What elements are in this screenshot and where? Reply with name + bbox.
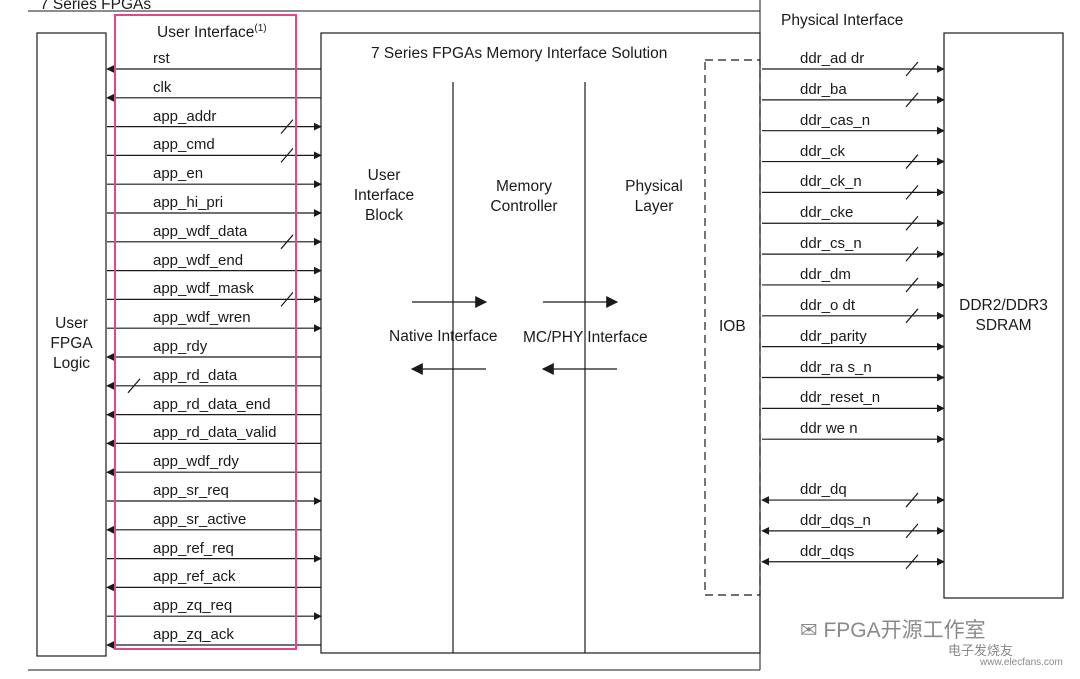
bus-slash [280,234,294,250]
bus-slash [280,148,294,163]
ui-block-line3: Block [365,207,403,224]
bus-slash [905,523,919,539]
physical-signal-label: ddr_dm [800,265,851,283]
watermark-main: ✉ FPGA开源工作室 [800,614,986,644]
user-signal-label: app_wdf_rdy [153,453,239,471]
physical-layer-label: Physical Layer [614,177,694,217]
bus-slash [905,308,919,324]
physical-signal-label: ddr_cke [800,204,854,222]
user-signal-label: app_zq_req [153,597,233,615]
memory-controller-label: Memory Controller [478,177,570,217]
user-signal-label: clk [153,78,172,96]
physical-layer-line2: Layer [634,198,674,215]
user-signal-label: app_sr_active [153,510,247,528]
physical-signal-label: ddr_ba [800,80,847,98]
wechat-icon: ✉ [800,619,818,642]
physical-signal-label: ddr_ck [800,142,846,160]
physical-signal-arrows [761,61,945,570]
iob-box [704,59,761,596]
physical-signal-label: ddr_cas_n [800,111,871,129]
memory-controller-line1: Memory [496,178,552,195]
mcphy-interface-label: MC/PHY Interface [523,329,648,346]
physical-signal-label: ddr_dqs [800,542,855,560]
physical-signal-label: ddr_dq [800,481,847,499]
user-signal-label: app_addr [153,107,217,125]
user-logic-label: User FPGA Logic [40,314,103,374]
bus-slash [905,61,919,77]
bus-slash [905,154,919,169]
user-signal-label: app_rd_data_valid [153,424,277,442]
bus-slash [905,215,919,231]
native-interface-label: Native Interface [389,328,498,345]
sdram-label: DDR2/DDR3 SDRAM [946,296,1061,336]
user-signal-label: app_wdf_end [153,251,244,269]
bus-slash [905,277,919,293]
user-signal-label: app_rdy [153,338,208,355]
user-interface-title: User Interface(1) [157,23,267,44]
user-signal-label: app_wdf_wren [153,309,251,327]
watermark-main-text: FPGA开源工作室 [823,619,986,642]
user-signal-label: app_cmd [153,136,215,154]
physical-signal-label: ddr_cs_n [800,235,862,253]
physical-signal-label: ddr_ck_n [800,173,862,191]
bus-slash [280,119,294,134]
ui-block-label: User Interface Block [344,166,424,226]
ui-block-line2: Interface [353,187,415,204]
physical-signal-label: ddr_ra s_n [800,358,872,376]
user-signal-label: app_wdf_data [153,222,248,240]
user-signal-label: rst [153,50,170,67]
sdram-line2: SDRAM [975,317,1032,334]
user-signal-label: app_hi_pri [153,194,224,211]
memory-controller-line2: Controller [490,198,558,215]
mis-title: 7 Series FPGAs Memory Interface Solution [371,45,668,62]
user-signal-label: app_en [153,165,204,183]
physical-signal-label: ddr_parity [800,327,867,345]
user-signal-arrows [106,65,322,649]
bus-slash [905,185,919,200]
watermark-site-url: www.elecfans.com [980,657,1063,668]
user-logic-box [36,32,107,657]
bus-slash [127,378,141,394]
physical-layer-line1: Physical [625,178,683,195]
user-interface-note: (1) [254,23,267,34]
watermark-site-cn: 电子发烧友 [948,643,1014,658]
physical-signal-label: ddr_ad dr [800,50,865,67]
sdram-line1: DDR2/DDR3 [959,297,1048,314]
ui-block-line1: User [367,167,401,184]
bus-slash [905,492,919,508]
user-signal-label: app_zq_ack [153,626,234,643]
user-signal-label: app_ref_req [153,539,234,557]
user-logic-line1: User [55,315,88,332]
user-signal-label: app_sr_req [153,482,229,499]
physical-signal-label: ddr we n [800,420,858,438]
user-signal-label: app_ref_ack [153,568,236,586]
user-signal-label: app_wdf_mask [153,280,254,298]
bus-slash [905,246,919,262]
user-interface-highlight [114,14,297,650]
user-signal-label: app_rd_data_end [153,395,271,413]
physical-interface-title: Physical Interface [781,12,904,29]
bus-slash [905,92,919,108]
fpga-title: 7 Series FPGAs [40,0,152,13]
physical-signal-label: ddr_o dt [800,296,856,314]
physical-signal-label: ddr_reset_n [800,389,881,407]
iob-label: IOB [719,318,746,335]
bus-slash [280,292,294,307]
physical-signal-label: ddr_dqs_n [800,511,871,529]
user-signal-label: app_rd_data [153,366,238,384]
user-logic-line3: Logic [52,355,91,372]
user-interface-label: User Interface [157,24,255,41]
user-logic-line2: FPGA [50,335,93,352]
bus-slash [905,554,919,570]
